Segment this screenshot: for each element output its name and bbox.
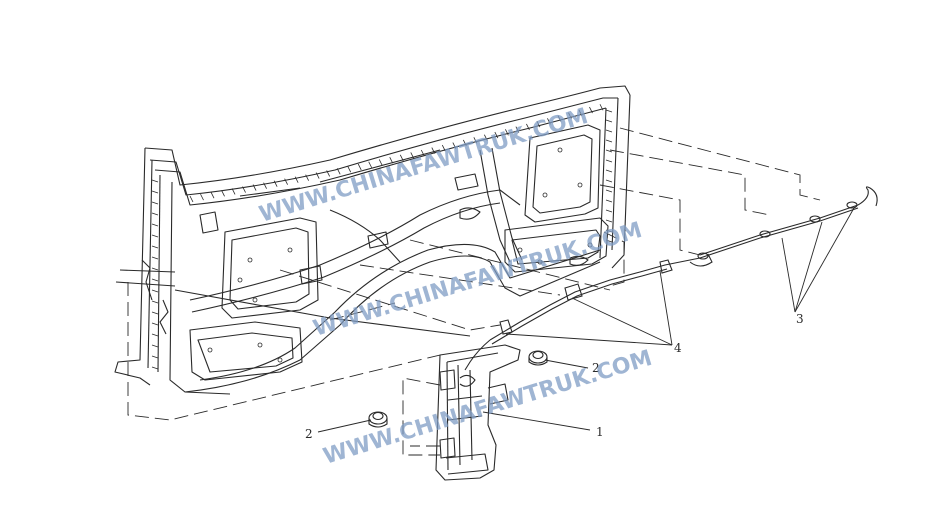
assembly-guide-lines — [127, 127, 821, 456]
callout-2-upper: 2 — [592, 361, 600, 375]
part-4-harness-clips — [464, 257, 701, 371]
watermark-1: WWW.CHINAFAWTRUK.COM — [256, 104, 591, 228]
callout-2-lower: 2 — [305, 427, 313, 441]
leader-lines — [317, 207, 855, 433]
callout-1: 1 — [596, 425, 604, 439]
watermark-3: WWW.CHINAFAWTRUK.COM — [320, 346, 655, 470]
callout-4: 4 — [674, 341, 682, 355]
part-2-grommet-lower — [368, 411, 388, 428]
cab-frame — [114, 85, 631, 395]
callout-3: 3 — [796, 312, 804, 326]
watermark-2: WWW.CHINAFAWTRUK.COM — [310, 218, 645, 342]
frame-detail-marks — [151, 104, 613, 370]
part-2-grommet-upper — [528, 350, 548, 366]
part-1-support-bracket — [435, 344, 521, 481]
part-3-cable-harness — [689, 186, 878, 267]
